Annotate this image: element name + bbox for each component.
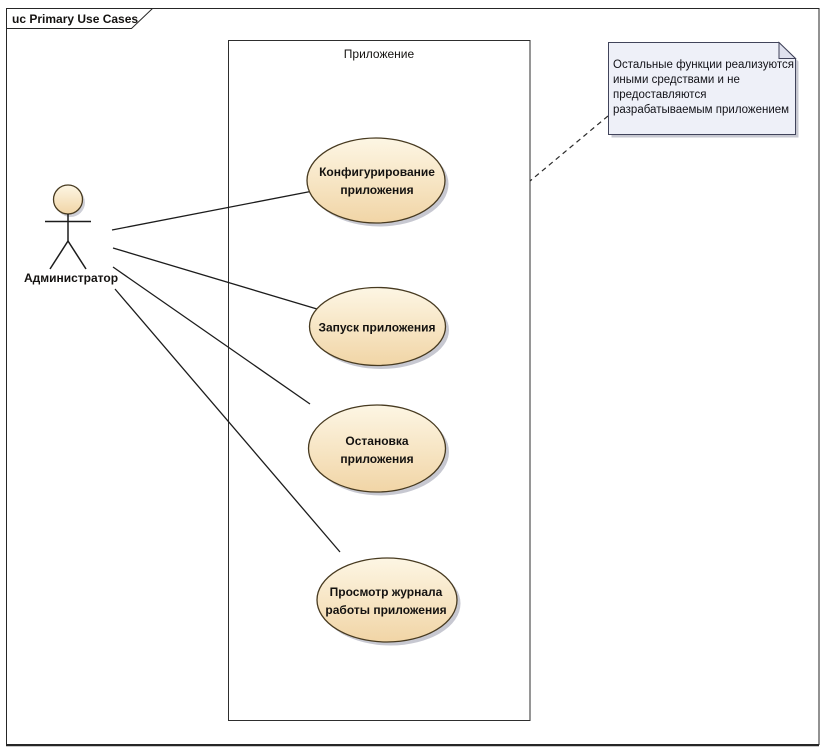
actor-head-icon bbox=[52, 184, 84, 215]
use-case-label: Запуск приложения bbox=[318, 321, 435, 335]
use-case-label: приложения bbox=[340, 452, 413, 466]
use-case-ellipse bbox=[308, 286, 447, 367]
note-body bbox=[608, 42, 796, 135]
note-link-line bbox=[529, 115, 609, 182]
use-case-configure-application: Конфигурирование приложения bbox=[306, 137, 446, 224]
use-case-ellipse bbox=[316, 557, 458, 643]
association-actor-start bbox=[112, 247, 318, 310]
use-case-ellipse bbox=[307, 404, 447, 493]
association-actor-configure bbox=[111, 190, 314, 231]
use-case-label: приложения bbox=[340, 183, 413, 197]
use-case-label: Просмотр журнала bbox=[330, 585, 443, 599]
association-actor-stop bbox=[112, 266, 311, 405]
frame-title-tab bbox=[6, 8, 154, 29]
actor-label: Администратор bbox=[24, 271, 118, 285]
note-text-line: предоставляются bbox=[613, 89, 706, 101]
actor-leg-icon bbox=[49, 240, 69, 270]
association-actor-viewlog bbox=[114, 288, 341, 553]
use-case-label: работы приложения bbox=[325, 603, 446, 617]
note-text-line: иными средствами и не bbox=[613, 74, 740, 86]
use-case-start-application: Запуск приложения bbox=[308, 286, 447, 367]
note: Остальные функции реализуются иными сред… bbox=[608, 41, 797, 135]
note-fold-corner-icon bbox=[778, 41, 797, 59]
note-text-line: разрабатываемым приложением bbox=[613, 104, 789, 116]
use-case-view-application-log: Просмотр журнала работы приложения bbox=[316, 557, 458, 643]
note-text-line: Остальные функции реализуются bbox=[613, 59, 794, 71]
actor-leg-icon bbox=[67, 240, 87, 270]
use-case-label: Конфигурирование bbox=[319, 165, 435, 179]
use-case-label: Остановка bbox=[345, 434, 409, 448]
use-case-ellipse bbox=[306, 137, 446, 224]
system-boundary-label: Приложение bbox=[344, 47, 415, 61]
use-case-stop-application: Остановка приложения bbox=[307, 404, 447, 493]
actor-administrator: Администратор bbox=[24, 184, 118, 285]
frame-title: uc Primary Use Cases bbox=[12, 12, 138, 26]
